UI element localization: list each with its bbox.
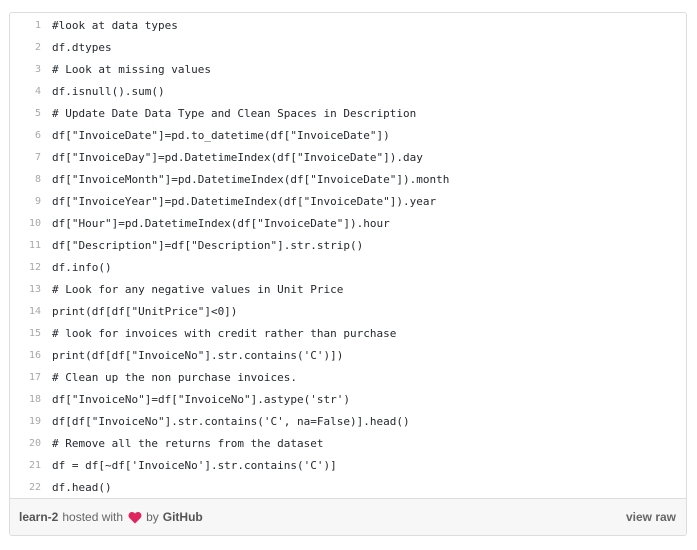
code-text: # Look at missing values	[52, 63, 211, 76]
code-text: df["InvoiceYear"]=pd.DatetimeIndex(df["I…	[52, 195, 437, 208]
code-text: # Look for any negative values in Unit P…	[52, 283, 344, 296]
line-number[interactable]: 11	[28, 240, 41, 251]
line-number[interactable]: 15	[28, 328, 41, 339]
line-number[interactable]: 5	[34, 108, 41, 119]
code-line: 4 df.isnull().sum()	[10, 81, 686, 103]
code-line: 1 #look at data types	[10, 15, 686, 37]
code-line: 3 # Look at missing values	[10, 59, 686, 81]
code-text: df.info()	[52, 261, 112, 274]
line-number[interactable]: 13	[28, 284, 41, 295]
line-number[interactable]: 6	[34, 130, 41, 141]
heart-icon	[128, 511, 142, 524]
code-line: 16 print(df[df["InvoiceNo"].str.contains(…	[10, 345, 686, 367]
code-text: df.head()	[52, 481, 112, 494]
code-text: df["InvoiceDate"]=pd.to_datetime(df["Inv…	[52, 129, 390, 142]
code-text: #look at data types	[52, 19, 178, 32]
code-line: 22 df.head()	[10, 477, 686, 499]
code-text: df["InvoiceNo"]=df["InvoiceNo"].astype('…	[52, 393, 351, 406]
line-number[interactable]: 19	[28, 416, 41, 427]
gist-embed: 1 #look at data types 2 df.dtypes 3 # Look at…	[9, 12, 687, 536]
github-link[interactable]: GitHub	[162, 510, 203, 524]
code-text: df = df[~df['InvoiceNo'].str.contains('C…	[52, 459, 337, 472]
code-line: 21 df = df[~df['InvoiceNo'].str.contains(…	[10, 455, 686, 477]
code-text: df["Hour"]=pd.DatetimeIndex(df["InvoiceD…	[52, 217, 390, 230]
code-listing: 1 #look at data types 2 df.dtypes 3 # Look at…	[10, 13, 686, 499]
code-text: print(df[df["UnitPrice"]<0])	[52, 305, 238, 318]
line-number[interactable]: 1	[34, 20, 41, 31]
code-text: # Clean up the non purchase invoices.	[52, 371, 298, 384]
code-text: df["InvoiceMonth"]=pd.DatetimeIndex(df["…	[52, 173, 450, 186]
code-text: # look for invoices with credit rather t…	[52, 327, 397, 340]
code-line: 11 df["Description"]=df["Description"].st…	[10, 235, 686, 257]
line-number[interactable]: 12	[28, 262, 41, 273]
code-line: 8 df["InvoiceMonth"]=pd.DatetimeIndex(df[…	[10, 169, 686, 191]
line-number[interactable]: 16	[28, 350, 41, 361]
code-line: 20 # Remove all the returns from the data…	[10, 433, 686, 455]
code-text: print(df[df["InvoiceNo"].str.contains('C…	[52, 349, 344, 362]
code-line: 19 df[df["InvoiceNo"].str.contains('C', n…	[10, 411, 686, 433]
line-number[interactable]: 3	[34, 64, 41, 75]
code-text: df.isnull().sum()	[52, 85, 165, 98]
line-number[interactable]: 10	[28, 218, 41, 229]
view-raw-link[interactable]: view raw	[625, 510, 676, 524]
code-text: df[df["InvoiceNo"].str.contains('C', na=…	[52, 415, 410, 428]
hosted-with-text: hosted with	[62, 510, 124, 524]
line-number[interactable]: 8	[34, 174, 41, 185]
code-line: 10 df["Hour"]=pd.DatetimeIndex(df["Invoic…	[10, 213, 686, 235]
line-number[interactable]: 14	[28, 306, 41, 317]
code-line: 17 # Clean up the non purchase invoices.	[10, 367, 686, 389]
code-line: 15 # look for invoices with credit rather…	[10, 323, 686, 345]
code-line: 2 df.dtypes	[10, 37, 686, 59]
code-text: df["InvoiceDay"]=pd.DatetimeIndex(df["In…	[52, 151, 423, 164]
line-number[interactable]: 9	[34, 196, 41, 207]
line-number[interactable]: 2	[34, 42, 41, 53]
gist-meta: learn-2 hosted with by GitHub	[19, 510, 203, 524]
code-line: 9 df["InvoiceYear"]=pd.DatetimeIndex(df["…	[10, 191, 686, 213]
code-line: 18 df["InvoiceNo"]=df["InvoiceNo"].astype…	[10, 389, 686, 411]
by-text: by	[146, 510, 159, 524]
line-number[interactable]: 4	[34, 86, 41, 97]
gist-footer: learn-2 hosted with by GitHub view raw	[10, 498, 686, 535]
line-number[interactable]: 20	[28, 438, 41, 449]
code-line: 5 # Update Date Data Type and Clean Space…	[10, 103, 686, 125]
code-text: # Update Date Data Type and Clean Spaces…	[52, 107, 417, 120]
code-text: df.dtypes	[52, 41, 112, 54]
code-text: df["Description"]=df["Description"].str.…	[52, 239, 364, 252]
line-number[interactable]: 21	[28, 460, 41, 471]
line-number[interactable]: 7	[34, 152, 41, 163]
code-line: 13 # Look for any negative values in Unit…	[10, 279, 686, 301]
file-link[interactable]: learn-2	[19, 510, 59, 524]
line-number[interactable]: 18	[28, 394, 41, 405]
code-line: 14 print(df[df["UnitPrice"]<0])	[10, 301, 686, 323]
code-line: 12 df.info()	[10, 257, 686, 279]
code-text: # Remove all the returns from the datase…	[52, 437, 324, 450]
line-number[interactable]: 17	[28, 372, 41, 383]
line-number[interactable]: 22	[28, 482, 41, 493]
code-line: 7 df["InvoiceDay"]=pd.DatetimeIndex(df["I…	[10, 147, 686, 169]
code-line: 6 df["InvoiceDate"]=pd.to_datetime(df["In…	[10, 125, 686, 147]
